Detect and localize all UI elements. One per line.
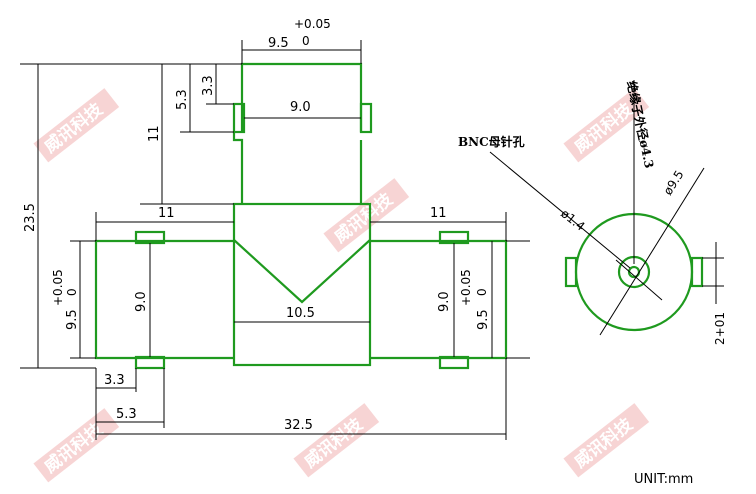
watermark-group: 威讯科技 威讯科技 威讯科技 威讯科技 威讯科技 威讯科技 bbox=[33, 88, 650, 483]
dim-overall-height: 23.5 bbox=[23, 203, 38, 232]
watermark: 威讯科技 bbox=[293, 403, 380, 478]
dim-left-90: 9.0 bbox=[134, 291, 149, 312]
center-body bbox=[232, 202, 372, 367]
right-port bbox=[370, 239, 508, 360]
side-view: ø1.4 ø9.5 2+01 BNC母针孔 绝缘子外径ø4.3 bbox=[458, 80, 727, 345]
dim-left-tol-zero: 0 bbox=[65, 288, 79, 296]
dim-right-11: 11 bbox=[430, 206, 447, 221]
dim-top-11: 11 bbox=[147, 125, 162, 142]
left-port bbox=[94, 239, 234, 360]
dimension-texts: 9.5 +0.05 0 5.3 3.3 9.0 11 23.5 11 11 +0… bbox=[23, 17, 491, 433]
dim-bottom-33: 3.3 bbox=[104, 373, 125, 388]
dim-phi95: ø9.5 bbox=[661, 168, 687, 198]
unit-label: UNIT:mm bbox=[634, 472, 693, 487]
watermark: 威讯科技 bbox=[563, 403, 650, 478]
dim-top-90: 9.0 bbox=[290, 100, 311, 115]
dim-bottom-53: 5.3 bbox=[116, 407, 137, 422]
v-groove bbox=[233, 239, 371, 304]
dim-right-tol-plus: +0.05 bbox=[459, 269, 473, 306]
top-port-tab-right bbox=[359, 102, 373, 134]
dim-center-105: 10.5 bbox=[286, 306, 315, 321]
dim-top-tol-plus: +0.05 bbox=[294, 17, 331, 31]
bnc-leader bbox=[489, 151, 631, 269]
bnc-label: BNC母针孔 bbox=[458, 134, 525, 149]
dim-overall-width: 32.5 bbox=[284, 418, 313, 433]
dim-right-tol-zero: 0 bbox=[475, 288, 489, 296]
dim-left-tol-plus: +0.05 bbox=[51, 269, 65, 306]
dim-slot: 2+01 bbox=[713, 312, 727, 345]
insulator-label: 绝缘子外径ø4.3 bbox=[624, 80, 657, 170]
svg-text:威讯科技: 威讯科技 bbox=[570, 98, 637, 157]
dim-top-53: 5.3 bbox=[175, 89, 190, 110]
side-tab-left bbox=[564, 256, 578, 288]
dim-left-95: 9.5 bbox=[65, 309, 80, 330]
dim-left-11: 11 bbox=[158, 206, 175, 221]
dim-right-90: 9.0 bbox=[437, 291, 452, 312]
dim-top-width: 9.5 bbox=[268, 36, 289, 51]
watermark: 威讯科技 bbox=[33, 88, 120, 163]
dim-right-95: 9.5 bbox=[476, 309, 491, 330]
watermark: 威讯科技 bbox=[33, 408, 120, 483]
phi14-leader bbox=[615, 259, 663, 301]
dim-top-33: 3.3 bbox=[201, 75, 216, 96]
svg-text:威讯科技: 威讯科技 bbox=[40, 418, 107, 477]
side-tab-right bbox=[690, 256, 704, 288]
top-port bbox=[232, 62, 363, 204]
svg-text:威讯科技: 威讯科技 bbox=[330, 188, 397, 247]
svg-text:威讯科技: 威讯科技 bbox=[570, 413, 637, 472]
dimension-lines bbox=[20, 40, 530, 440]
phi95-leader bbox=[599, 167, 705, 336]
dim-top-tol-zero: 0 bbox=[302, 34, 310, 48]
svg-text:威讯科技: 威讯科技 bbox=[40, 98, 107, 157]
